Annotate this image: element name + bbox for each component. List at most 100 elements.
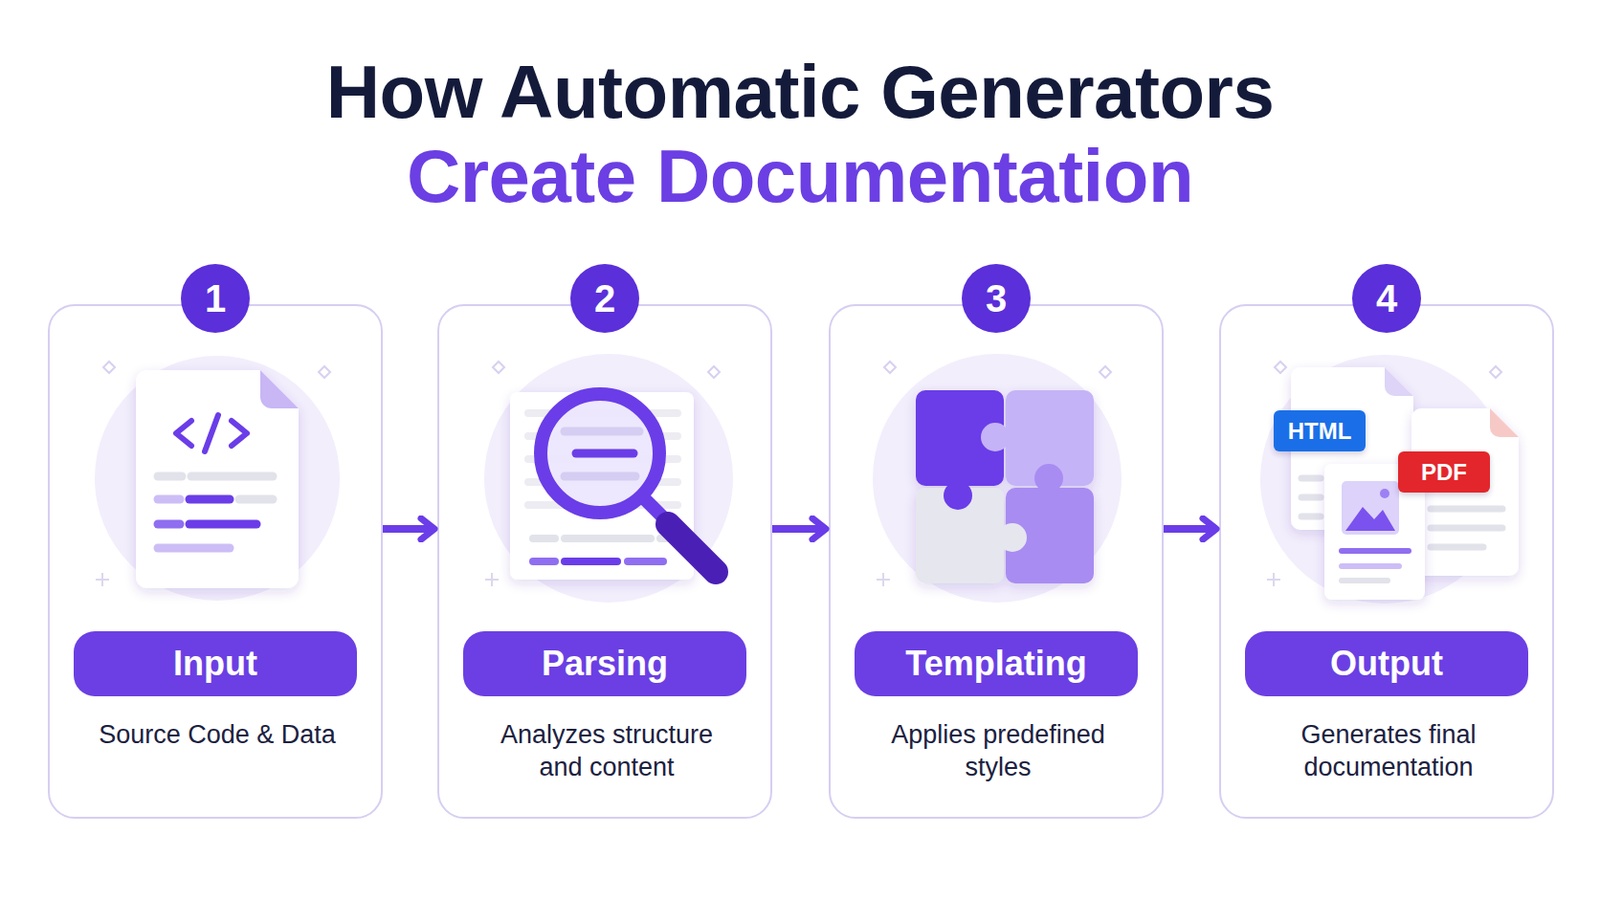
magnifier-neck [643,497,670,525]
puzzle-knob [1034,464,1064,493]
magnifier-icon [484,354,734,603]
text-line [1301,494,1321,502]
sparkles [485,361,721,587]
step-number-text: 1 [204,279,226,318]
magnifier-glass [540,394,660,513]
format-badge-text: PDF [1421,459,1467,487]
step-description: Source Code & Data [91,718,343,752]
format-badge-text: HTML [1288,418,1353,445]
step-label: Output [1244,631,1529,697]
code-bracket [176,421,192,446]
text-lines [1341,551,1409,581]
puzzle-piece [1005,488,1094,584]
number-circle [180,264,250,334]
icon-halo [1260,355,1510,604]
puzzle-knob [980,422,1010,452]
puzzle-piece [915,390,1004,487]
code-line [157,544,230,554]
text-line [627,557,664,566]
format-badge: PDF [1398,451,1490,493]
text-line [528,501,678,510]
step-label: Input [73,631,357,697]
sparkles [95,361,332,587]
text-line [1341,548,1409,555]
text-line [528,455,678,464]
puzzle-piece [1005,390,1094,487]
step-description: Applies predefined styles [872,718,1124,784]
text-line [1430,544,1484,552]
code-file-icon [94,355,340,601]
step-card: Analyzes structure and content2Parsing [437,304,773,820]
text-line [528,409,678,418]
puzzle-knob [943,481,973,511]
puzzle-piece [915,488,1004,584]
step-number: 4 [1352,264,1422,334]
step-card: Source Code & Data1Input [47,304,383,820]
flow-arrow [1163,525,1213,534]
magnifier-handle [667,524,716,573]
document-fold [260,370,299,409]
text-line [528,432,678,441]
step-label-text: Input [173,644,258,684]
text-line [528,478,678,487]
code-line [239,495,273,505]
lens-line [576,449,634,459]
lens-lines [564,431,640,477]
flow-arrow [382,525,431,534]
image-mountain [1345,507,1396,532]
step-number-text: 2 [594,279,616,318]
puzzle-knob [998,523,1027,553]
text-line [564,557,618,566]
code-symbol [176,415,247,452]
icon-halo [872,354,1122,603]
document-fold [1384,367,1414,397]
number-circle [570,264,640,334]
lens-line [564,427,640,437]
image-sun [1379,488,1390,499]
code-line [189,520,257,530]
text-lines [528,413,678,562]
puzzle [915,390,1094,584]
diagram-title: How Automatic Generators Create Document… [225,49,1375,219]
code-line [191,472,273,482]
lens-line [564,472,636,482]
code-bracket [231,421,247,446]
text-line [1430,506,1503,513]
code-line [157,472,182,482]
step-label: Parsing [463,631,747,697]
step-card: Generates final documentation4HTMLPDFOut… [1219,304,1555,820]
text-line [533,534,556,543]
text-line [1301,513,1321,521]
text-line [1430,525,1503,533]
step-label: Templating [854,631,1138,697]
text-line [1341,563,1400,570]
output-files-icon [1260,355,1519,604]
code-lines [157,476,273,549]
step-number: 1 [180,264,250,334]
text-line [1301,475,1321,483]
code-line [157,495,180,505]
code-line [189,495,230,505]
sparkles [876,361,1112,587]
document-fold [1489,408,1519,438]
step-number-text: 3 [985,279,1007,318]
text-lines [1301,478,1321,517]
step-card: Applies predefined styles3Templating [828,304,1164,820]
sparkles [1266,361,1503,587]
image-frame [1341,481,1400,535]
text-line [564,534,651,543]
text-line [533,557,556,566]
format-badge: HTML [1273,410,1366,452]
puzzle-icon [872,354,1122,603]
icon-halo [94,355,340,601]
step-number: 3 [961,264,1031,334]
document-sheet [510,392,694,580]
flow-arrow [772,525,823,534]
text-line [660,534,676,543]
step-label-text: Output [1330,644,1444,684]
text-line [1341,577,1388,584]
code-slash [204,415,219,452]
step-number: 2 [570,264,640,334]
icon-halo [484,354,734,603]
